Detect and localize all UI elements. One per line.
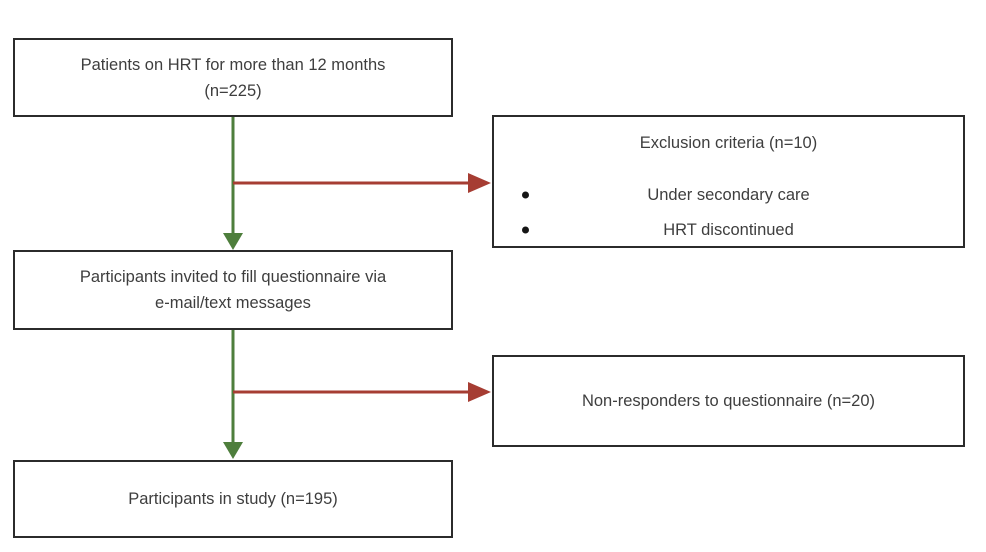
exclusion-title: Exclusion criteria (n=10): [639, 134, 818, 152]
bullet-icon: [522, 191, 529, 199]
arrowhead-down-icon: [223, 233, 243, 250]
arrowhead-right-icon: [468, 382, 491, 402]
box-participants-invited: Participants invited to fill questionnai…: [13, 250, 453, 330]
box-patients-on-hrt: Patients on HRT for more than 12 months …: [13, 38, 453, 117]
box-label-line: Participants invited to fill questionnai…: [79, 268, 387, 286]
box-exclusion-criteria: Exclusion criteria (n=10) Under secondar…: [492, 115, 965, 248]
list-item: HRT discontinued: [494, 217, 963, 243]
box-participants-in-study: Participants in study (n=195): [13, 460, 453, 538]
arrow-to-exclusion: [233, 173, 491, 193]
arrow-invited-to-study: [223, 330, 243, 459]
box-label-line: e-mail/text messages: [155, 294, 311, 312]
box-non-responders: Non-responders to questionnaire (n=20): [492, 355, 965, 447]
box-label-line: Participants in study (n=195): [128, 490, 338, 508]
arrow-patients-to-invited: [223, 117, 243, 250]
arrowhead-down-icon: [223, 442, 243, 459]
bullet-icon: [522, 226, 529, 234]
box-label-line: Non-responders to questionnaire (n=20): [581, 392, 876, 410]
box-label-line: (n=225): [204, 81, 262, 100]
bullet-label: HRT discontinued: [663, 221, 794, 239]
bullet-label: Under secondary care: [647, 186, 810, 204]
arrow-to-nonresponders: [233, 382, 491, 402]
list-item: Under secondary care: [494, 182, 963, 208]
arrowhead-right-icon: [468, 173, 491, 193]
box-label-line: Patients on HRT for more than 12 months: [80, 55, 386, 74]
